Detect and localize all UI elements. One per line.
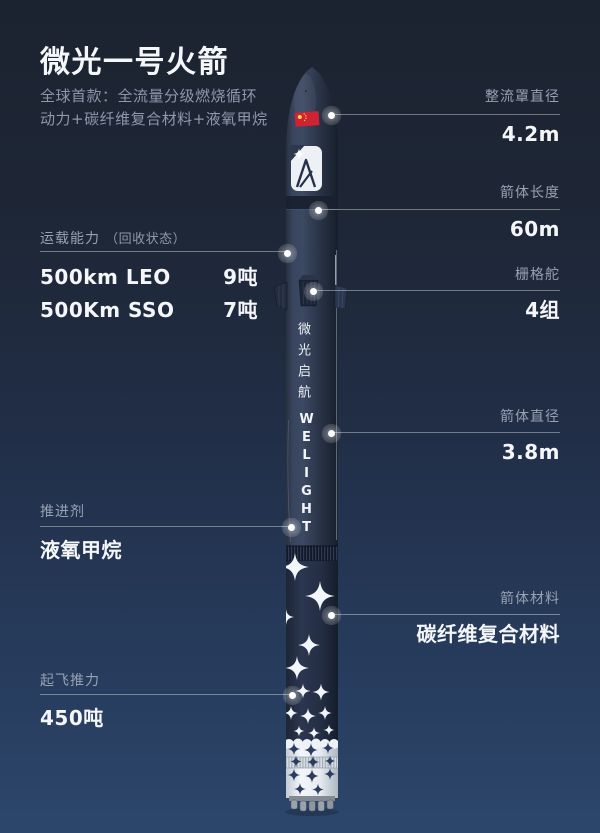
payload-label: 运载能力 (40, 231, 100, 247)
china-flag-icon (294, 111, 320, 127)
fairing-diameter-dot (327, 111, 335, 119)
propellant-value: 液氧甲烷 (40, 538, 122, 562)
body-diameter-dot (327, 429, 335, 437)
payload-note: （回收状态） (105, 232, 187, 247)
body-length-line (318, 209, 560, 210)
body-material-value: 碳纤维复合材料 (416, 622, 560, 646)
grid-fin-value: 4组 (525, 298, 560, 322)
body-diameter-label: 箭体直径 (500, 409, 560, 425)
payload-row-name: 500km LEO (40, 265, 171, 289)
body-diameter-line (331, 432, 560, 433)
body-diameter-value: 3.8m (501, 440, 560, 464)
rocket-brand-cn: 微光启航 (295, 322, 310, 406)
payload-label-row: 运载能力 （回收状态） (40, 228, 186, 247)
body-material-line (331, 614, 560, 615)
payload-row-name: 500Km SSO (40, 298, 175, 322)
body-material-dot (327, 611, 335, 619)
grid-fins (273, 275, 348, 311)
thrust-callout-line (40, 694, 292, 695)
welight-logo-icon (290, 145, 322, 191)
propellant-label: 推进剂 (40, 504, 85, 520)
payload-row-value: 9吨 (223, 265, 258, 289)
body-length-label: 箭体长度 (500, 185, 560, 201)
interstage-band (286, 546, 338, 561)
body-length-dot (314, 206, 322, 214)
subtitle-line-2: 动力+碳纤维复合材料+液氧甲烷 (40, 110, 268, 128)
payload-callout-dot (284, 249, 291, 257)
engine-nozzles (289, 796, 335, 812)
fairing-diameter-line (331, 114, 560, 115)
page-title: 微光一号火箭 (40, 45, 229, 80)
thrust-label: 起飞推力 (40, 673, 100, 689)
payload-row-value: 7吨 (223, 298, 258, 322)
payload-callout-line (40, 251, 288, 252)
star-section-dark (286, 561, 338, 742)
body-material-label: 箭体材料 (500, 591, 560, 607)
subtitle-line-1: 全球首款：全流量分级燃烧循环 (40, 87, 258, 105)
body-length-value: 60m (509, 217, 560, 241)
grid-fin-line (313, 290, 560, 291)
rocket-shadow (285, 808, 339, 816)
rocket-illustration (273, 67, 348, 816)
propellant-callout-line (40, 526, 291, 527)
grid-fin-dot (309, 287, 317, 295)
fairing-diameter-label: 整流罩直径 (485, 89, 560, 105)
rocket-brand-en: WELIGHT (299, 412, 314, 538)
thrust-value: 450吨 (40, 706, 104, 730)
grid-fin-label: 栅格舵 (515, 267, 560, 283)
propellant-callout-dot (287, 523, 295, 531)
thrust-callout-dot (288, 691, 296, 699)
fairing-diameter-value: 4.2m (501, 122, 560, 146)
